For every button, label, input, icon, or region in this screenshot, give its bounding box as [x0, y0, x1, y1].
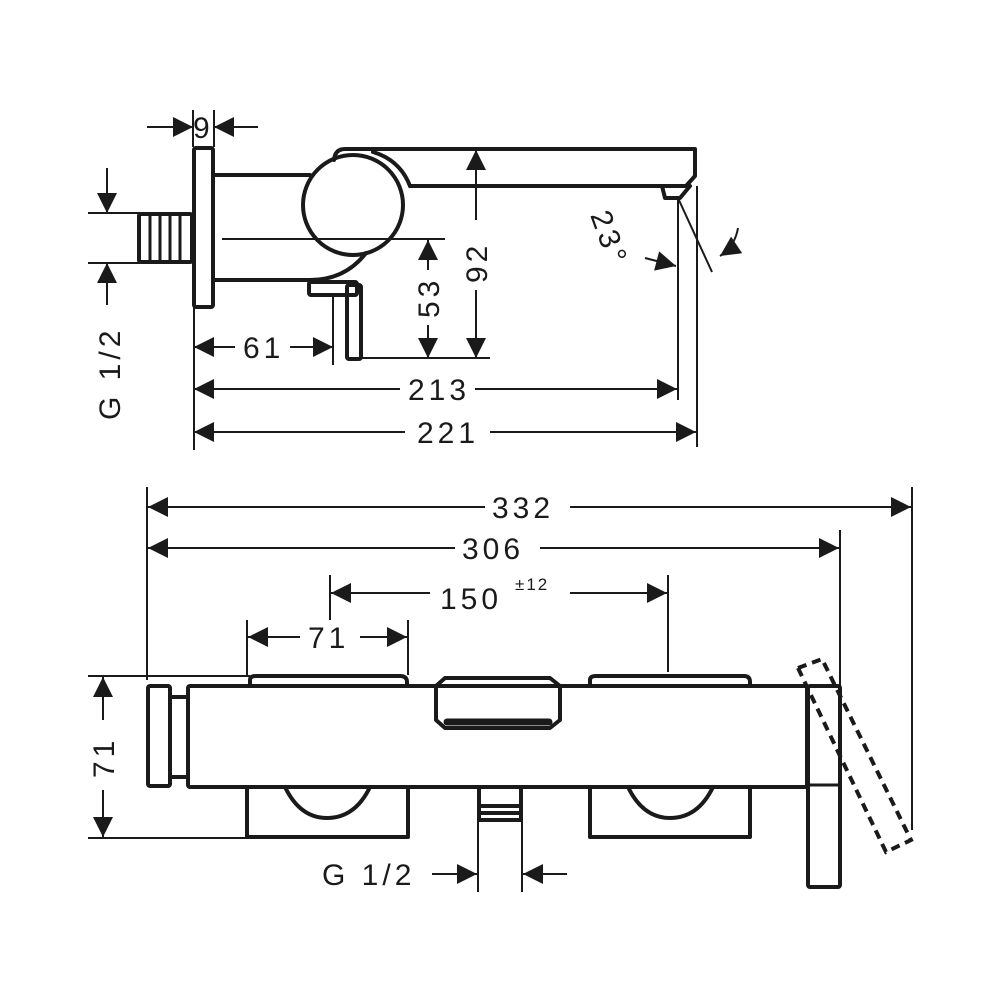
- dimension-lines-front: [88, 487, 913, 892]
- mixer-front-outline: [146, 656, 914, 889]
- dim-body-width: 306: [462, 533, 524, 566]
- front-view: 332 306 150 ±12 71 71 G 1/2: [88, 487, 914, 892]
- dim-total-height: 92: [461, 242, 494, 283]
- dim-projection-total: 221: [417, 417, 479, 450]
- dim-lever-offset: 61: [243, 332, 284, 365]
- side-view: 9 G 1/2 61 53 92 23° 213 221: [88, 110, 743, 450]
- dim-projection-inner: 213: [408, 374, 470, 407]
- dim-spout-angle: 23°: [583, 206, 634, 271]
- dim-plate-thickness: 9: [193, 112, 214, 145]
- dim-centres-tolerance: ±12: [515, 575, 549, 594]
- dim-connector-width: 71: [308, 622, 349, 655]
- dimension-lines-side: [88, 110, 743, 450]
- dim-total-width: 332: [492, 492, 554, 525]
- dim-body-height: 71: [88, 737, 121, 778]
- dim-centre-height: 53: [413, 277, 446, 318]
- dim-centres: 150: [440, 583, 502, 616]
- dim-thread-left: G 1/2: [94, 327, 127, 420]
- dim-outlet-thread: G 1/2: [322, 859, 415, 892]
